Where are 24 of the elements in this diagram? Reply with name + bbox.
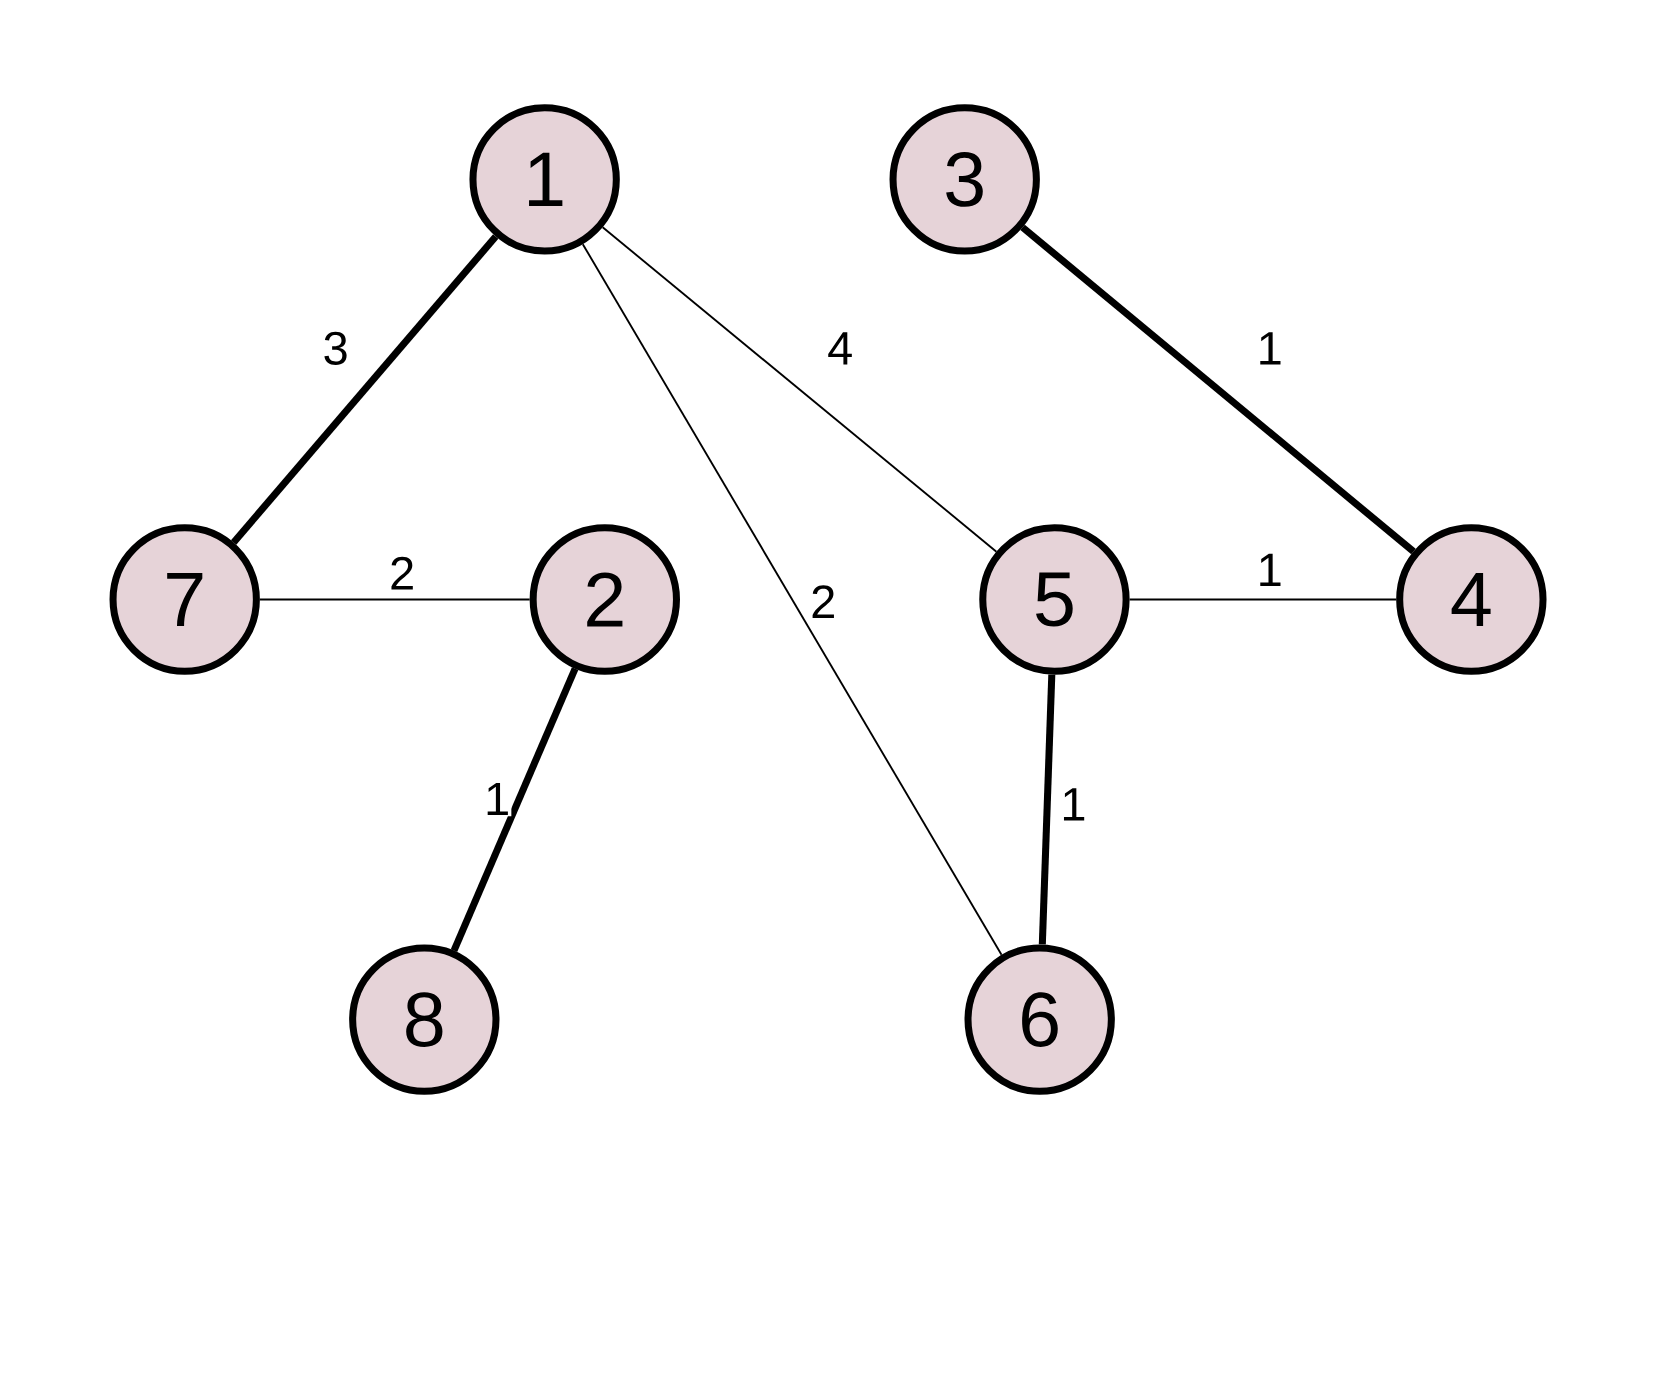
edge-weight: 3 (321, 330, 350, 367)
graph-edge (450, 667, 579, 952)
graph-vertex: 6 (964, 944, 1115, 1095)
edge-weight: 1 (482, 781, 512, 817)
graph-vertex: 5 (979, 524, 1130, 675)
graph-vertex: 1 (469, 104, 620, 255)
edge-weight: 2 (809, 584, 838, 620)
edge-weight: 1 (1255, 331, 1284, 366)
graph-edge (230, 234, 499, 545)
graph-edge (601, 226, 998, 553)
edge-weight: 2 (387, 555, 417, 591)
graph-vertex: 8 (349, 944, 500, 1095)
graph-vertex: 3 (889, 104, 1040, 255)
graph-vertex: 2 (529, 524, 680, 675)
edge-weight: 4 (825, 331, 855, 366)
graph-edge (1020, 224, 1416, 555)
graph-edge (581, 243, 1003, 956)
edge-weight: 1 (1255, 552, 1284, 588)
graph-edge (1038, 674, 1056, 945)
graph-vertex: 7 (109, 524, 260, 675)
graph-edge (1128, 598, 1398, 601)
graph-edge (258, 598, 531, 601)
edge-weight: 1 (1059, 787, 1088, 822)
graph-vertex: 4 (1396, 524, 1547, 675)
